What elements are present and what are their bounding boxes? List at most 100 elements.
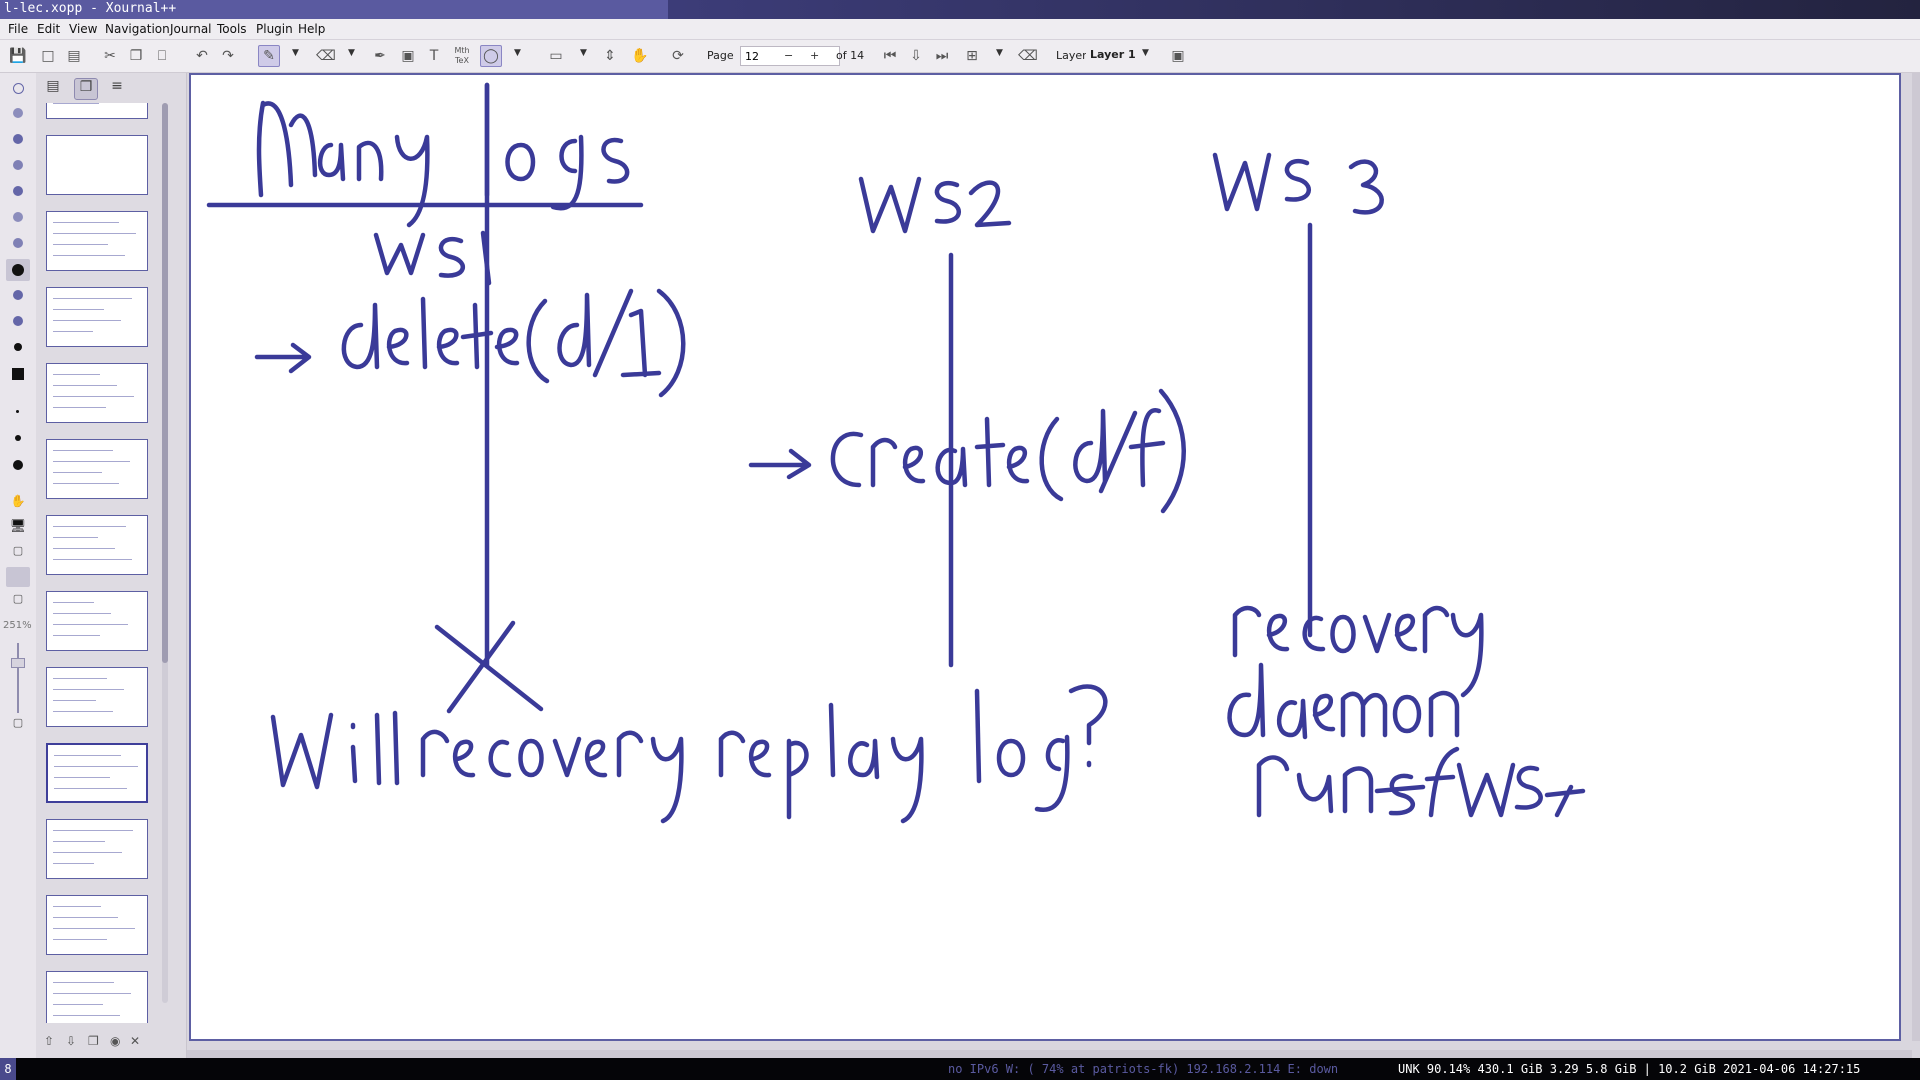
thumbnail-list	[44, 103, 186, 1023]
zoom-slider-handle[interactable]	[11, 658, 25, 668]
page-thumbnail[interactable]	[46, 895, 148, 955]
page-thumbnail[interactable]	[46, 287, 148, 347]
page-thumbnail[interactable]	[46, 515, 148, 575]
menu-navigation[interactable]: Navigation	[105, 22, 170, 36]
menu-edit[interactable]: Edit	[37, 22, 61, 36]
size-fine-icon[interactable]	[16, 410, 19, 413]
canvas-vertical-scrollbar[interactable]	[1912, 73, 1920, 1041]
page-thumbnail[interactable]	[46, 591, 148, 651]
fullscreen-icon[interactable]: ▣	[1171, 48, 1185, 64]
zoom-out-icon[interactable]: ▢	[12, 716, 24, 729]
color-dot-icon[interactable]	[13, 238, 23, 248]
image-icon[interactable]: ▣	[401, 48, 415, 64]
page-thumbnail[interactable]	[46, 363, 148, 423]
redo-icon[interactable]: ↷	[222, 48, 234, 64]
eraser-icon[interactable]: ⌫	[316, 48, 336, 64]
pen-icon[interactable]: ✎	[258, 45, 280, 67]
layer-dropdown-icon[interactable]: ▼	[1142, 48, 1149, 58]
tab-layers-icon[interactable]: ≡	[111, 78, 123, 94]
menu-journal[interactable]: Journal	[170, 22, 212, 36]
menu-tools[interactable]: Tools	[217, 22, 247, 36]
page-thumbnail[interactable]	[46, 211, 148, 271]
thumbnail-ink-line	[54, 766, 138, 767]
zoom-fit-icon[interactable]	[6, 567, 30, 587]
color-dot-icon[interactable]	[13, 186, 23, 196]
zoom-slider[interactable]	[17, 643, 19, 713]
shape-recognizer-icon[interactable]: ◯	[480, 45, 502, 67]
select-rect-icon[interactable]: ▭	[549, 48, 563, 64]
open-icon[interactable]: ▤	[67, 48, 81, 64]
lock-icon[interactable]: ▢	[12, 544, 24, 557]
color-dot-icon[interactable]	[13, 134, 23, 144]
menu-view[interactable]: View	[69, 22, 98, 36]
color-dot-icon[interactable]	[13, 212, 23, 222]
size-thick-icon[interactable]	[13, 460, 23, 470]
menu-help[interactable]: Help	[298, 22, 326, 36]
canvas-horizontal-scrollbar[interactable]	[187, 1050, 1912, 1058]
page-thumbnail[interactable]	[46, 135, 148, 195]
page-label: Page	[707, 49, 734, 62]
notebook-page[interactable]	[189, 73, 1901, 1041]
document-canvas[interactable]	[187, 73, 1920, 1058]
refresh-icon[interactable]: ⟳	[672, 48, 684, 64]
first-page-icon[interactable]: ⏮	[883, 48, 897, 64]
new-page-icon[interactable]: □	[41, 48, 55, 64]
shape-dropdown-icon[interactable]: ▼	[514, 48, 521, 58]
page-thumbnail[interactable]	[46, 819, 148, 879]
close-sidebar-icon[interactable]: ✕	[130, 1034, 141, 1048]
hand-tool-small-icon[interactable]: ✋	[10, 494, 26, 508]
last-page-icon[interactable]: ⏭	[935, 48, 949, 64]
go-to-page-icon[interactable]: ⇩	[910, 48, 922, 64]
page-thumbnail[interactable]	[46, 667, 148, 727]
delete-page-small-icon[interactable]: ◉	[110, 1034, 121, 1048]
tab-page-preview-icon[interactable]: ❐	[74, 78, 98, 100]
move-page-down-icon[interactable]: ⇩	[66, 1034, 77, 1048]
color-dot-icon[interactable]	[13, 108, 23, 118]
menu-file[interactable]: File	[8, 22, 29, 36]
paste-icon[interactable]: ⎕	[157, 48, 167, 64]
pen-size-hollow-icon[interactable]	[13, 83, 24, 94]
thumbnail-ink-line	[53, 917, 118, 918]
page-thumbnail[interactable]	[46, 971, 148, 1023]
copy-page-icon[interactable]: ❐	[88, 1034, 99, 1048]
hand-icon[interactable]: ✋	[631, 48, 649, 64]
monitor-icon[interactable]: 🖥	[9, 519, 27, 534]
color-black-small-icon[interactable]	[14, 343, 22, 351]
undo-icon[interactable]: ↶	[196, 48, 208, 64]
eraser-dropdown-icon[interactable]: ▼	[348, 48, 355, 58]
fill-square-icon[interactable]	[12, 368, 24, 380]
color-dot-icon[interactable]	[13, 160, 23, 170]
move-page-up-icon[interactable]: ⇧	[44, 1034, 55, 1048]
copy-icon[interactable]: ❐	[129, 48, 143, 64]
sidebar-scrollbar[interactable]	[162, 103, 168, 1003]
page-thumbnail[interactable]	[46, 439, 148, 499]
thumbnail-ink-line	[53, 559, 132, 560]
delete-page-icon[interactable]: ⌫	[1018, 48, 1038, 64]
math-tex-icon[interactable]: Mth TeX	[454, 46, 470, 65]
text-icon[interactable]: T	[429, 48, 439, 64]
insert-page-dropdown-icon[interactable]: ▼	[996, 48, 1003, 58]
menu-plugin[interactable]: Plugin	[256, 22, 293, 36]
layer-select[interactable]: Layer 1	[1086, 46, 1162, 66]
tab-outline-icon[interactable]: ▤	[46, 78, 60, 94]
workspace-indicator[interactable]: 8	[0, 1058, 16, 1080]
highlighter-icon[interactable]: ✒	[374, 48, 386, 64]
page-thumbnail[interactable]	[46, 103, 148, 119]
select-dropdown-icon[interactable]: ▼	[580, 48, 587, 58]
page-number-input[interactable]	[740, 46, 840, 66]
vertical-space-icon[interactable]: ⇕	[604, 48, 616, 64]
cut-icon[interactable]: ✂	[104, 48, 116, 64]
page-thumbnail[interactable]	[46, 743, 148, 803]
size-medium-icon[interactable]	[15, 435, 21, 441]
page-increment-icon[interactable]: +	[810, 49, 820, 62]
zoom-page-icon[interactable]: ▢	[12, 592, 24, 605]
thumbnail-ink-line	[53, 255, 125, 256]
page-decrement-icon[interactable]: −	[784, 49, 794, 62]
color-dot-icon[interactable]	[13, 316, 23, 326]
color-dot-icon[interactable]	[13, 290, 23, 300]
pen-dropdown-icon[interactable]: ▼	[292, 48, 299, 58]
color-black-icon[interactable]	[12, 264, 24, 276]
sidebar-scroll-thumb[interactable]	[162, 103, 168, 663]
save-icon[interactable]: 💾	[9, 48, 27, 64]
insert-page-icon[interactable]: ⊞	[966, 48, 978, 64]
